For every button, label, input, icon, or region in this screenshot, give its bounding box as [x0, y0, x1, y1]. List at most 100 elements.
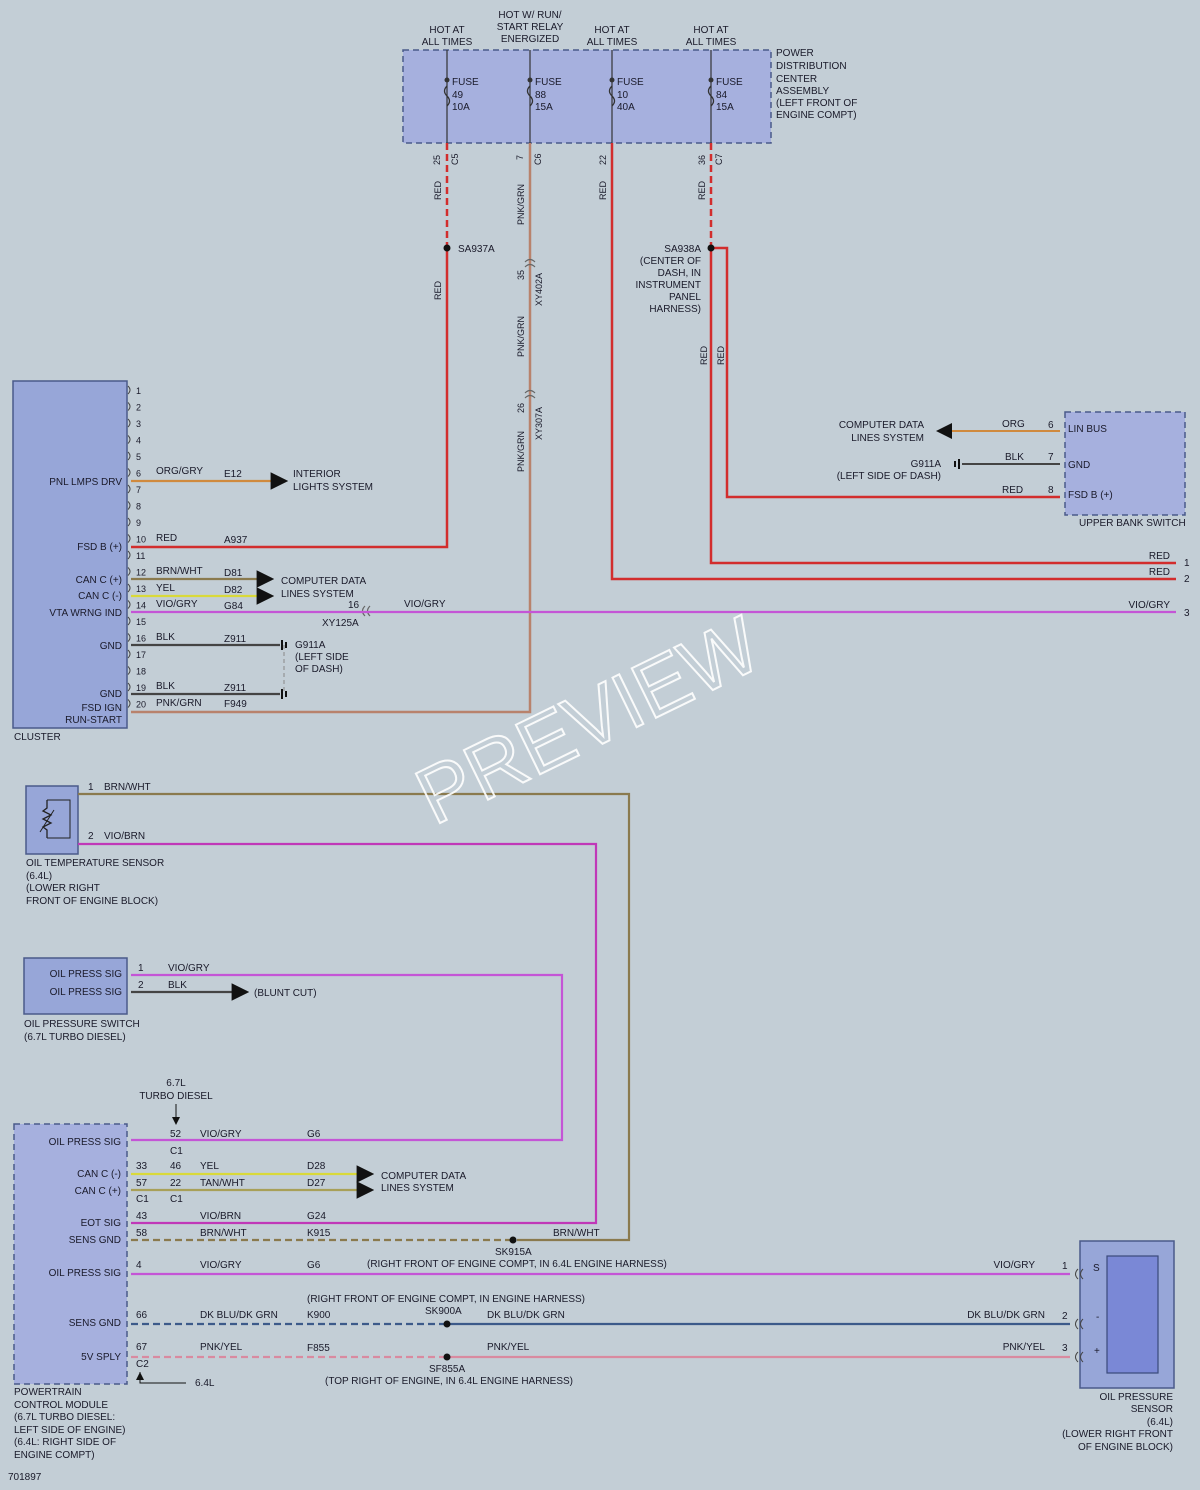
pcm-name-5: (6.4L: RIGHT SIDE OF — [14, 1437, 116, 1448]
fuse-10-l1: FUSE — [617, 77, 644, 88]
pcm-circuit-d28: D28 — [307, 1161, 326, 1172]
fuse-88-l3: 15A — [535, 102, 553, 113]
wire-p16-color: BLK — [156, 632, 175, 643]
pcm-eot-sig: EOT SIG — [81, 1218, 122, 1229]
right-w1-color: RED — [1149, 551, 1170, 562]
cluster-pin-20: 20 — [136, 700, 146, 710]
oil-temp-box — [25, 785, 79, 855]
oil-sensor-element — [1106, 1255, 1159, 1374]
sa938a-loc-4: PANEL — [669, 292, 701, 303]
splice-sk900a — [443, 1320, 451, 1328]
fuse-feed-wires — [131, 143, 1176, 714]
pcm-pin-46: 46 — [170, 1161, 182, 1172]
wire-label-red-4: RED — [697, 180, 707, 200]
sk900a-wire: DK BLU/DK GRN — [487, 1310, 565, 1321]
ub-ground-2: (LEFT SIDE OF DASH) — [837, 471, 941, 482]
wire-label-pnkgrn-2: PNK/GRN — [516, 316, 526, 357]
oil-sensor-pin1: 1 — [1062, 1261, 1068, 1272]
cluster-pin-bracket — [127, 501, 131, 510]
pcm-name-6: ENGINE COMPT) — [14, 1450, 95, 1461]
oil-switch-wire1: VIO/GRY — [168, 963, 210, 974]
wire-p13-circuit: D82 — [224, 585, 243, 596]
pcm-pin-4: 4 — [136, 1260, 142, 1271]
fuse-88-pin: 7 — [515, 155, 525, 160]
oil-temp-name-1: OIL TEMPERATURE SENSOR — [26, 858, 164, 869]
cluster-pin-bracket — [127, 699, 131, 708]
pcm-name-2: CONTROL MODULE — [14, 1400, 108, 1411]
xy307a-label: XY307A — [534, 407, 544, 440]
pcm-wire-pnkyel: PNK/YEL — [200, 1342, 243, 1353]
ub-wire-red: RED — [1002, 485, 1023, 496]
fuse-49-l3: 10A — [452, 102, 470, 113]
ub-cdl-2: LINES SYSTEM — [851, 433, 924, 444]
cluster-pin-5: 5 — [136, 452, 141, 462]
wire-p10-circuit: A937 — [224, 535, 248, 546]
oil-temp-name-4: FRONT OF ENGINE BLOCK) — [26, 896, 158, 907]
cluster-pin-13: 13 — [136, 584, 146, 594]
cluster-pin-bracket — [127, 435, 131, 444]
sa938a-label: SA938A — [664, 244, 701, 255]
cluster-pin-14: 14 — [136, 601, 146, 611]
ub-pin-8: 8 — [1048, 485, 1054, 496]
xy307a-pin: 26 — [516, 403, 526, 413]
pdc-label-6: ENGINE COMPT) — [776, 110, 857, 121]
sa938a-loc-1: (CENTER OF — [640, 256, 701, 267]
wire-p20-color: PNK/GRN — [156, 698, 202, 709]
cluster-pin-bracket — [127, 550, 131, 560]
pcm-5v-sply: 5V SPLY — [81, 1352, 121, 1363]
ground-symbols-cluster — [281, 640, 287, 699]
fuse-49-conn: C5 — [450, 153, 460, 165]
cluster-pin-bracket — [127, 616, 131, 626]
pdc-box — [402, 49, 772, 144]
cluster-cdl-2: LINES SYSTEM — [281, 589, 354, 600]
sk915a-label: SK915A — [495, 1247, 532, 1258]
pcm-pin-33: 33 — [136, 1161, 148, 1172]
cluster-vta-wrng: VTA WRNG IND — [49, 608, 122, 619]
cluster-pin-bracket — [127, 418, 131, 428]
ub-lin-bus: LIN BUS — [1068, 424, 1107, 435]
ub-wire-org: ORG — [1002, 419, 1025, 430]
ub-pin-6: 6 — [1048, 420, 1054, 431]
fuse-49-icon — [443, 85, 451, 107]
cluster-pin-bracket — [127, 567, 131, 576]
pcm-name-1: POWERTRAIN — [14, 1387, 82, 1398]
wire-label-red-5: RED — [699, 345, 709, 365]
fuse-10-icon — [608, 85, 616, 107]
right-w3-color: VIO/GRY — [1129, 600, 1171, 611]
cluster-can-c-minus: CAN C (-) — [78, 591, 122, 602]
pcm-wire-brnwht: BRN/WHT — [200, 1228, 247, 1239]
pdc-label-1: POWER — [776, 48, 814, 59]
oil-pressure-sensor: S - + 1 2 3 VIO/GRY DK BLU/DK GRN PNK/YE… — [967, 1240, 1175, 1453]
oil-switch-pin2: 2 — [138, 980, 144, 991]
fuse-88-conn: C6 — [533, 153, 543, 165]
oil-pressure-switch: OIL PRESS SIG OIL PRESS SIG 1 VIO/GRY 2 … — [23, 957, 317, 1043]
wire-p19-circuit: Z911 — [224, 683, 246, 694]
pcm-circuit-f855: F855 — [307, 1343, 330, 1354]
cluster-pin-2: 2 — [136, 403, 141, 413]
oil-switch-pin1: 1 — [138, 963, 144, 974]
xy402a-pin: 35 — [516, 270, 526, 280]
oil-temp-wire1: BRN/WHT — [104, 782, 151, 793]
cluster-pnl-lmps-drv: PNL LMPS DRV — [49, 477, 122, 488]
oil-switch-name-1: OIL PRESSURE SWITCH — [24, 1019, 140, 1030]
pcm-sens-gnd-1: SENS GND — [69, 1235, 121, 1246]
fuse-header-2c: ENERGIZED — [501, 34, 559, 45]
pdc-label-3: CENTER — [776, 74, 817, 85]
cluster-pin-19: 19 — [136, 683, 146, 693]
pcm-circuit-k900: K900 — [307, 1310, 331, 1321]
turbo-note-1: 6.7L — [166, 1078, 186, 1089]
oil-temp-name-2: (6.4L) — [26, 871, 52, 882]
upper-bank-box — [1064, 411, 1186, 516]
oil-sensor-sym-plus: + — [1094, 1346, 1100, 1357]
xy402a-label: XY402A — [534, 273, 544, 306]
wire-p12-color: BRN/WHT — [156, 566, 203, 577]
splice-sa938a — [707, 244, 715, 252]
sf855a-wire: PNK/YEL — [487, 1342, 530, 1353]
pcm-oil-press-1: OIL PRESS SIG — [49, 1137, 122, 1148]
thermistor-arrow-icon — [39, 809, 55, 833]
wire-p6-circuit: E12 — [224, 469, 242, 480]
pcm-can-c-plus: CAN C (+) — [75, 1186, 121, 1197]
cluster-pin-3: 3 — [136, 419, 141, 429]
upper-bank-name: UPPER BANK SWITCH — [1079, 518, 1186, 529]
